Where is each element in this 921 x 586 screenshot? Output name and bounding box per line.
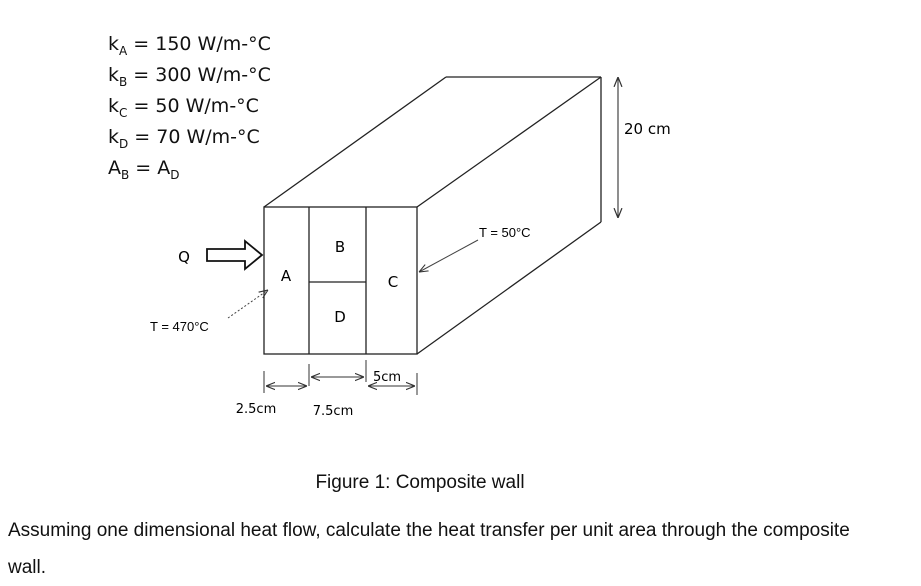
heat-flow-label: Q (178, 248, 190, 266)
value: = A (129, 157, 171, 179)
subscript: B (119, 75, 128, 89)
subscript: C (119, 106, 128, 120)
symbol: A (108, 157, 121, 179)
layer-c-label: C (388, 273, 398, 291)
value: = 50 W/m-°C (127, 95, 259, 117)
wall-front-face (263, 206, 418, 355)
layer-a-label: A (281, 267, 292, 285)
property-area: AB = AD (108, 156, 271, 187)
dim-label-a: 2.5cm (236, 402, 277, 417)
box-edge-top-right (416, 76, 602, 208)
right-temperature-label: T = 50°C (479, 225, 531, 240)
left-temp-leader (227, 290, 268, 319)
property-kc: kC = 50 W/m-°C (108, 94, 271, 125)
value: = 150 W/m-°C (127, 33, 271, 55)
dim-label-c: 5cm (373, 370, 401, 385)
symbol: k (108, 33, 120, 55)
subscript: B (121, 168, 130, 182)
dim-label-bd: 7.5cm (313, 404, 354, 419)
subscript: A (119, 44, 128, 58)
subscript: D (119, 137, 129, 151)
symbol: k (108, 95, 120, 117)
right-temp-leader (419, 239, 479, 272)
box-edge-top-left (263, 76, 447, 208)
layer-d-label: D (334, 308, 346, 326)
question-text: Assuming one dimensional heat flow, calc… (8, 520, 850, 578)
symbol: k (108, 64, 120, 86)
property-ka: kA = 150 W/m-°C (108, 32, 271, 63)
height-dimension-label: 20 cm (624, 120, 671, 138)
symbol: k (108, 126, 120, 148)
left-temperature-label: T = 470°C (150, 319, 209, 334)
value: = 300 W/m-°C (127, 64, 271, 86)
property-kb: kB = 300 W/m-°C (108, 63, 271, 94)
subscript: D (170, 168, 180, 182)
box-edge-bottom-right (416, 221, 602, 355)
layer-b-label: B (335, 238, 345, 256)
property-kd: kD = 70 W/m-°C (108, 125, 271, 156)
figure-caption: Figure 1: Composite wall (315, 472, 525, 493)
composite-wall-diagram: A B C D Q T = 470°C T = 50°C 20 cm 2.5cm… (150, 76, 671, 419)
value: = 70 W/m-°C (128, 126, 260, 148)
material-properties: kA = 150 W/m-°C kB = 300 W/m-°C kC = 50 … (108, 32, 271, 187)
heat-flow-arrow-icon (206, 239, 264, 271)
